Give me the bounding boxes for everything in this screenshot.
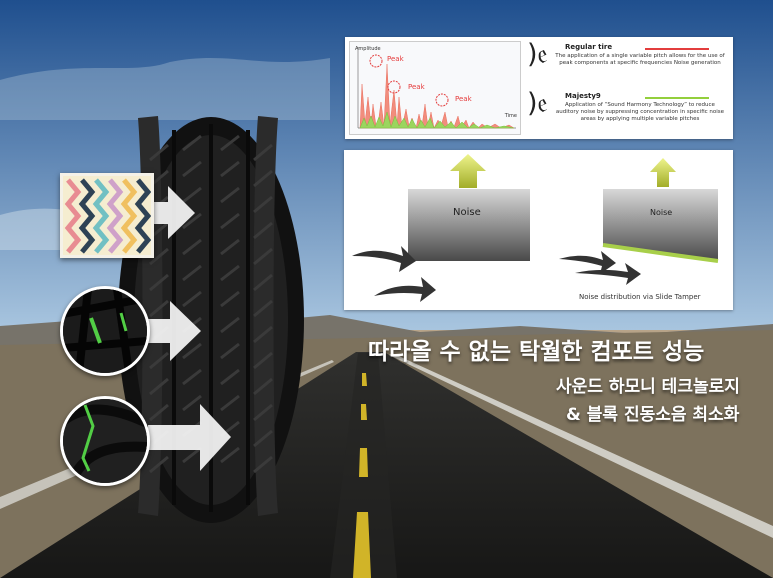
up-arrow-icon	[450, 154, 486, 188]
peak-label: Peak	[455, 95, 472, 103]
majesty-tire-line	[645, 97, 709, 99]
groove-detail-icon	[63, 289, 147, 373]
tread-detail-circle	[60, 286, 150, 376]
ear-sound-icon: )𝔢	[527, 39, 548, 70]
noise-distribution-diagram	[352, 154, 719, 302]
lane-markings	[353, 373, 371, 578]
majesty-tire-description: Application of “Sound Harmony Technology…	[555, 102, 725, 122]
noise-absorption-edge	[602, 243, 719, 263]
sound-wave-arrow-icon	[575, 263, 641, 285]
subline-block-noise: & 블록 진동소음 최소화	[566, 405, 740, 425]
sound-harmony-tread-graphic	[60, 173, 154, 258]
subline-sound-harmony: 사운드 하모니 테크놀로지	[556, 377, 740, 397]
sound-wave-arrow-icon	[374, 277, 436, 302]
x-axis-label: Time	[504, 113, 517, 119]
y-axis-label: Amplitude	[355, 46, 381, 52]
tread-pattern-icon	[63, 176, 151, 255]
block-detail-icon	[63, 399, 147, 483]
block-detail-circle	[60, 396, 150, 486]
regular-tire-line	[645, 48, 709, 50]
headline: 따라올 수 없는 탁월한 컴포트 성능	[368, 339, 705, 365]
peak-label: Peak	[408, 83, 425, 91]
ear-sound-icon: )𝔢	[527, 88, 548, 119]
noise-label: Noise	[650, 208, 673, 217]
noise-box-left	[408, 189, 530, 261]
sound-wave-arrow-icon	[352, 246, 416, 272]
waveform-plot	[357, 47, 516, 129]
up-arrow-icon	[650, 158, 676, 187]
cloud	[0, 58, 330, 120]
peak-label: Peak	[387, 55, 404, 63]
white-arrow	[146, 186, 231, 471]
road-edge-line	[389, 353, 773, 538]
regular-tire-label: Regular tire	[565, 43, 613, 51]
regular-tire-legend: )𝔢 Regular tire The application of a sin…	[527, 41, 731, 84]
majesty-tire-legend: )𝔢 Majesty9 Application of “Sound Harmon…	[527, 90, 731, 135]
noise-distribution-panel: Noise Noise Noise distribution via Slide…	[344, 150, 733, 310]
regular-tire-description: The application of a single variable pit…	[555, 53, 725, 66]
sound-harmony-panel: Amplitude Time Peak Peak Peak )𝔢 Regular…	[345, 37, 733, 139]
sound-wave-arrow-icon	[559, 251, 616, 274]
majesty-tire-label: Majesty9	[565, 92, 601, 100]
noise-amplitude-chart: Amplitude Time Peak Peak Peak	[349, 41, 521, 135]
noise-label: Noise	[453, 207, 481, 218]
noise-box-right	[603, 189, 718, 261]
noise-caption: Noise distribution via Slide Tamper	[579, 293, 701, 301]
